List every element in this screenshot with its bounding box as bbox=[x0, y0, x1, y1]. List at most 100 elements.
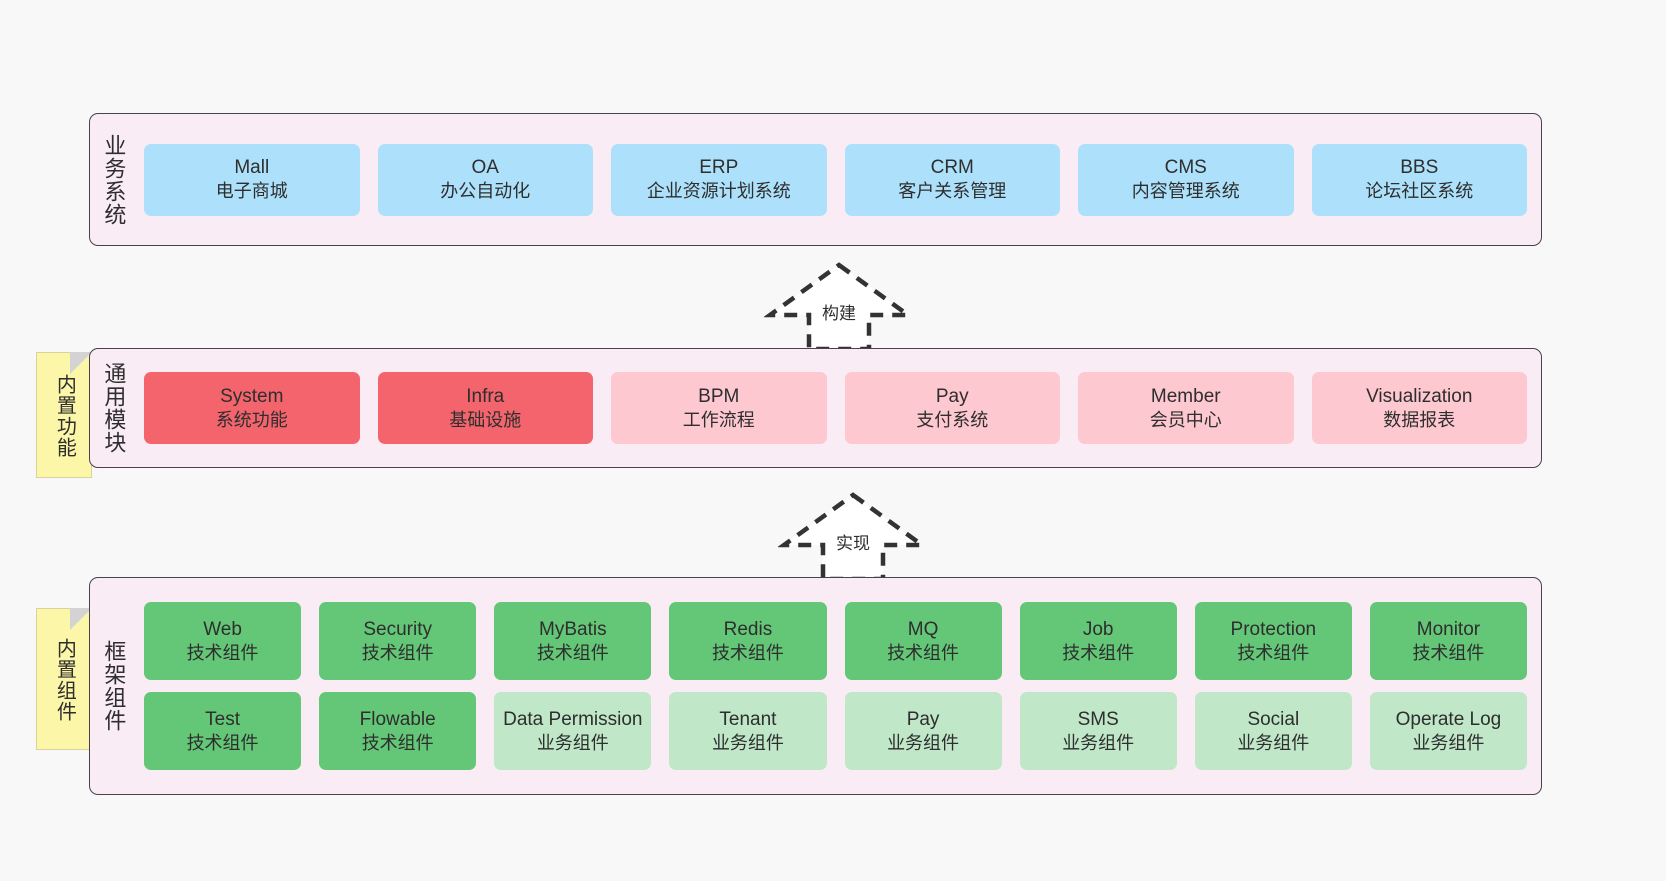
card-title: Flowable bbox=[359, 708, 436, 730]
card-redis[interactable]: Redis 技术组件 bbox=[669, 602, 827, 680]
card-subtitle: 技术组件 bbox=[1237, 642, 1310, 663]
card-crm[interactable]: CRM 客户关系管理 bbox=[844, 143, 1060, 216]
card-bpm[interactable]: BPM 工作流程 bbox=[611, 372, 827, 444]
cards-area-business: Mall 电子商城 OA 办公自动化 ERP 企业资源计划系统 CRM 客户关系… bbox=[136, 114, 1541, 245]
card-oa[interactable]: OA 办公自动化 bbox=[377, 143, 593, 216]
card-subtitle: 技术组件 bbox=[361, 642, 434, 663]
note-label: 内置功能 bbox=[53, 374, 76, 458]
card-title: Visualization bbox=[1366, 385, 1473, 407]
card-title: Protection bbox=[1230, 618, 1317, 640]
card-title: Job bbox=[1082, 618, 1114, 640]
card-subtitle: 办公自动化 bbox=[440, 181, 531, 202]
card-subtitle: 技术组件 bbox=[887, 642, 960, 663]
card-title: Pay bbox=[906, 708, 940, 730]
card-pay-component[interactable]: Pay 业务组件 bbox=[844, 692, 1002, 770]
card-infra[interactable]: Infra 基础设施 bbox=[377, 372, 593, 444]
card-bbs[interactable]: BBS 论坛社区系统 bbox=[1311, 143, 1527, 216]
note-label: 内置组件 bbox=[53, 638, 76, 722]
note-builtin-components: 内置组件 bbox=[36, 608, 92, 750]
card-row: Mall 电子商城 OA 办公自动化 ERP 企业资源计划系统 CRM 客户关系… bbox=[144, 143, 1527, 216]
card-title: BPM bbox=[698, 385, 740, 407]
card-title: Mall bbox=[234, 157, 270, 179]
card-title: Social bbox=[1247, 708, 1300, 730]
card-cms[interactable]: CMS 内容管理系统 bbox=[1078, 143, 1294, 216]
card-subtitle: 技术组件 bbox=[711, 642, 784, 663]
card-sms[interactable]: SMS 业务组件 bbox=[1019, 692, 1177, 770]
card-subtitle: 支付系统 bbox=[916, 409, 989, 430]
card-title: Redis bbox=[723, 618, 773, 640]
card-erp[interactable]: ERP 企业资源计划系统 bbox=[611, 143, 827, 216]
card-title: Monitor bbox=[1416, 618, 1481, 640]
card-subtitle: 业务组件 bbox=[1237, 732, 1310, 753]
card-mybatis[interactable]: MyBatis 技术组件 bbox=[494, 602, 652, 680]
card-title: Infra bbox=[466, 385, 505, 407]
card-flowable[interactable]: Flowable 技术组件 bbox=[319, 692, 477, 770]
card-subtitle: 技术组件 bbox=[361, 732, 434, 753]
card-subtitle: 业务组件 bbox=[887, 732, 960, 753]
card-title: BBS bbox=[1400, 157, 1439, 179]
card-visualization[interactable]: Visualization 数据报表 bbox=[1311, 372, 1527, 444]
card-subtitle: 技术组件 bbox=[1412, 642, 1485, 663]
card-protection[interactable]: Protection 技术组件 bbox=[1194, 602, 1352, 680]
card-row: System 系统功能 Infra 基础设施 BPM 工作流程 Pay 支付系统… bbox=[144, 372, 1527, 444]
card-subtitle: 数据报表 bbox=[1383, 409, 1456, 430]
card-row: Test 技术组件 Flowable 技术组件 Data Permission … bbox=[144, 692, 1527, 770]
card-operate-log[interactable]: Operate Log 业务组件 bbox=[1369, 692, 1527, 770]
card-subtitle: 技术组件 bbox=[186, 642, 259, 663]
card-subtitle: 客户关系管理 bbox=[898, 181, 1007, 202]
card-title: System bbox=[220, 385, 284, 407]
card-subtitle: 业务组件 bbox=[1412, 732, 1485, 753]
card-system[interactable]: System 系统功能 bbox=[144, 372, 360, 444]
card-title: CMS bbox=[1164, 157, 1207, 179]
layer-title-business: 业务系统 bbox=[101, 133, 127, 226]
card-subtitle: 工作流程 bbox=[682, 409, 755, 430]
card-subtitle: 基础设施 bbox=[449, 409, 522, 430]
card-job[interactable]: Job 技术组件 bbox=[1019, 602, 1177, 680]
card-subtitle: 电子商城 bbox=[215, 181, 288, 202]
card-title: Security bbox=[363, 618, 432, 640]
card-subtitle: 技术组件 bbox=[1062, 642, 1135, 663]
card-title: Web bbox=[203, 618, 242, 640]
card-pay[interactable]: Pay 支付系统 bbox=[844, 372, 1060, 444]
layer-panel-common-modules: 通用模块 System 系统功能 Infra 基础设施 BPM 工作流程 Pay… bbox=[89, 348, 1542, 468]
layer-panel-business: 业务系统 Mall 电子商城 OA 办公自动化 ERP 企业资源计划系统 CRM… bbox=[89, 113, 1542, 246]
card-subtitle: 论坛社区系统 bbox=[1365, 181, 1474, 202]
layer-title-framework-components: 框架组件 bbox=[101, 640, 127, 732]
card-title: Data Permission bbox=[503, 708, 643, 730]
card-title: SMS bbox=[1077, 708, 1119, 730]
card-data-permission[interactable]: Data Permission 业务组件 bbox=[494, 692, 652, 770]
card-subtitle: 内容管理系统 bbox=[1131, 181, 1240, 202]
card-subtitle: 业务组件 bbox=[711, 732, 784, 753]
layer-panel-framework-components: 框架组件 Web 技术组件 Security 技术组件 MyBatis 技术组件… bbox=[89, 577, 1542, 795]
card-mq[interactable]: MQ 技术组件 bbox=[844, 602, 1002, 680]
card-tenant[interactable]: Tenant 业务组件 bbox=[669, 692, 827, 770]
card-member[interactable]: Member 会员中心 bbox=[1078, 372, 1294, 444]
up-arrow-icon bbox=[778, 492, 928, 582]
card-title: Operate Log bbox=[1395, 708, 1502, 730]
card-monitor[interactable]: Monitor 技术组件 bbox=[1369, 602, 1527, 680]
card-title: Pay bbox=[935, 385, 969, 407]
card-subtitle: 企业资源计划系统 bbox=[646, 181, 791, 202]
card-title: ERP bbox=[699, 157, 739, 179]
card-subtitle: 技术组件 bbox=[536, 642, 609, 663]
connector-implement: 实现 bbox=[778, 489, 928, 583]
card-subtitle: 业务组件 bbox=[1062, 732, 1135, 753]
card-title: Member bbox=[1150, 385, 1221, 407]
card-web[interactable]: Web 技术组件 bbox=[144, 602, 302, 680]
card-test[interactable]: Test 技术组件 bbox=[144, 692, 302, 770]
card-security[interactable]: Security 技术组件 bbox=[319, 602, 477, 680]
card-title: MyBatis bbox=[539, 618, 607, 640]
card-title: Tenant bbox=[719, 708, 777, 730]
card-mall[interactable]: Mall 电子商城 bbox=[144, 143, 360, 216]
card-subtitle: 系统功能 bbox=[215, 409, 288, 430]
card-title: CRM bbox=[930, 157, 974, 179]
note-builtin-features: 内置功能 bbox=[36, 352, 92, 478]
card-subtitle: 技术组件 bbox=[186, 732, 259, 753]
card-social[interactable]: Social 业务组件 bbox=[1194, 692, 1352, 770]
cards-area-framework-components: Web 技术组件 Security 技术组件 MyBatis 技术组件 Redi… bbox=[136, 578, 1541, 794]
card-title: MQ bbox=[907, 618, 939, 640]
connector-build: 构建 bbox=[764, 259, 914, 353]
cards-area-common-modules: System 系统功能 Infra 基础设施 BPM 工作流程 Pay 支付系统… bbox=[136, 349, 1541, 467]
card-subtitle: 业务组件 bbox=[536, 732, 609, 753]
